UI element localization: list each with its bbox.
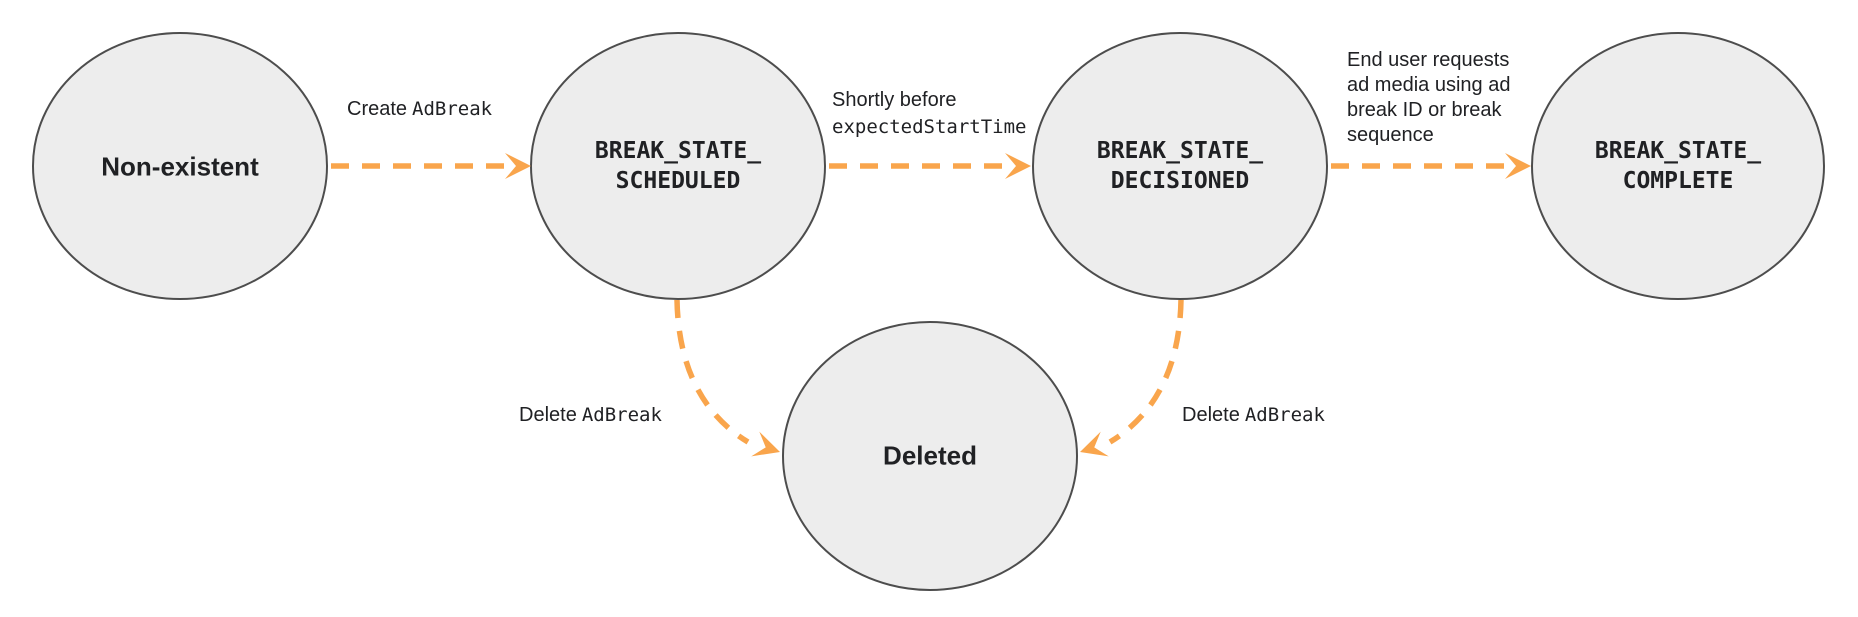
- arrowhead-shortly-before: [1005, 153, 1031, 179]
- transition-label-shortly-before: Shortly before expectedStartTime: [832, 87, 1026, 141]
- transition-label-delete-right-code: AdBreak: [1244, 404, 1325, 426]
- arrowhead-delete-from-decisioned: [1080, 431, 1109, 457]
- transition-label-shortly-before-line1: Shortly before: [832, 89, 957, 111]
- state-circle-non-existent: [32, 32, 328, 300]
- state-circle-deleted: [782, 321, 1078, 591]
- arrowhead-end-user-requests: [1505, 153, 1531, 179]
- state-circle-complete: [1531, 32, 1825, 300]
- transition-label-end-user-line4: sequence: [1347, 124, 1434, 146]
- transition-label-shortly-before-line2: expectedStartTime: [832, 116, 1027, 138]
- transition-label-delete-right-plain: Delete: [1182, 404, 1240, 426]
- arrow-delete-from-decisioned: [1108, 299, 1184, 445]
- transition-label-end-user-line3: break ID or break: [1347, 99, 1502, 121]
- state-label-decisioned-line1: BREAK_STATE_: [1096, 138, 1264, 164]
- state-label-non-existent: Non-existent: [101, 151, 259, 182]
- arrow-delete-from-scheduled: [674, 299, 750, 445]
- state-label-complete-line2: COMPLETE: [1622, 168, 1734, 194]
- transition-label-create-plain: Create: [347, 98, 408, 120]
- state-label-scheduled-line2: SCHEDULED: [615, 168, 741, 194]
- transition-label-create-code: AdBreak: [412, 98, 493, 120]
- state-label-decisioned: BREAK_STATE_ DECISIONED: [1097, 136, 1263, 196]
- arrowhead-delete-from-scheduled: [751, 431, 780, 457]
- transition-label-delete-left-code: AdBreak: [581, 404, 662, 426]
- state-circle-decisioned: [1032, 32, 1328, 300]
- state-label-scheduled: BREAK_STATE_ SCHEDULED: [595, 136, 761, 196]
- arrowhead-create-adbreak: [505, 153, 531, 179]
- transition-label-delete-left-plain: Delete: [519, 404, 577, 426]
- transition-label-end-user-line1: End user requests: [1347, 49, 1510, 71]
- transition-label-end-user-line2: ad media using ad: [1347, 74, 1511, 96]
- state-label-complete-line1: BREAK_STATE_: [1594, 138, 1762, 164]
- state-label-complete: BREAK_STATE_ COMPLETE: [1595, 136, 1761, 196]
- state-label-scheduled-line1: BREAK_STATE_: [594, 138, 762, 164]
- state-label-deleted: Deleted: [883, 440, 977, 471]
- transition-label-end-user-requests: End user requests ad media using ad brea…: [1347, 48, 1510, 148]
- state-label-decisioned-line2: DECISIONED: [1110, 168, 1250, 194]
